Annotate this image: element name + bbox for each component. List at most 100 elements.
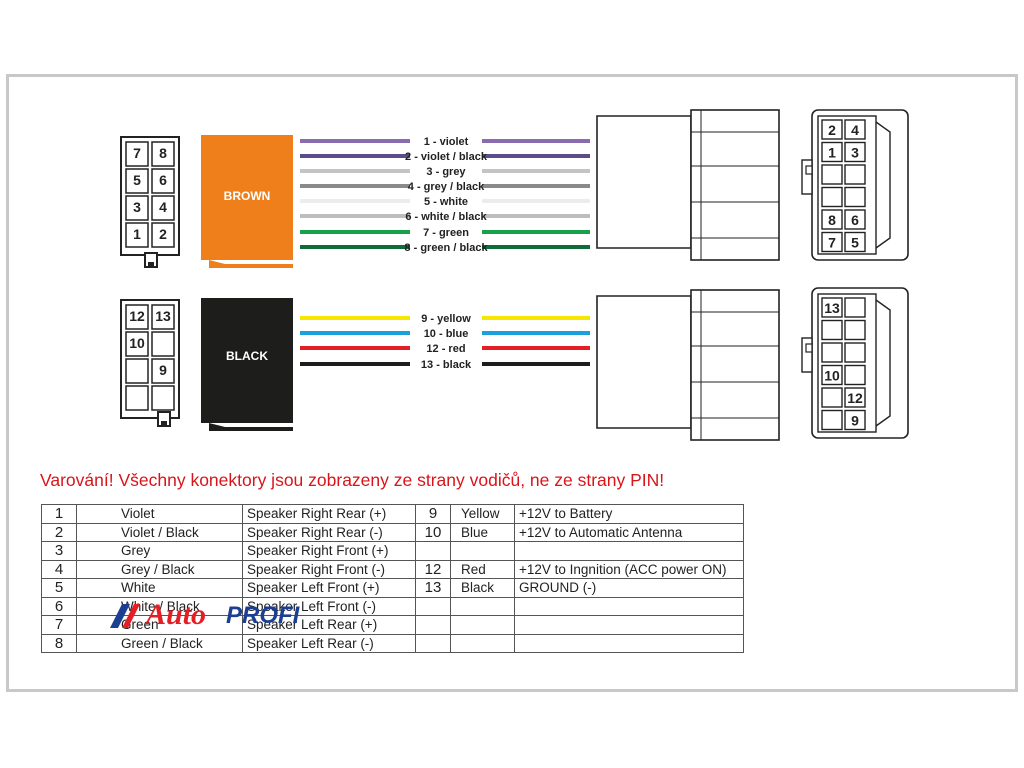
black-front-connector-pin-cell <box>125 385 149 411</box>
black-front-connector-pin-cell <box>151 331 175 357</box>
wire-function: Speaker Right Rear (-) <box>242 522 416 542</box>
brown-back-connector-side-tab <box>801 159 813 195</box>
black-back-connector-pin-cell <box>844 342 866 363</box>
brown-back-connector-pin-cell <box>844 209 866 230</box>
wire-label: 10 - blue <box>424 328 469 340</box>
brown-front-connector-pin-number: 7 <box>133 145 141 161</box>
black-back-connector-pin-cell <box>844 297 866 318</box>
black-back-connector-pin-cell <box>821 342 843 363</box>
wire-function: +12V to Battery <box>514 504 744 524</box>
wire-label: 4 - grey / black <box>408 181 485 193</box>
black-back-connector-pin-cell <box>821 409 843 431</box>
brown-front-connector-pin-number: 8 <box>159 145 167 161</box>
brown-back-connector-pin-cell <box>821 141 843 163</box>
wire-function <box>514 633 744 653</box>
wire-label: 13 - black <box>421 359 472 371</box>
brown-back-connector-pin-cell <box>844 119 866 140</box>
brown-back-connector-pin-cell <box>844 186 866 208</box>
brown-block-foot <box>209 260 293 268</box>
brown-back-connector-pin-cell <box>821 164 843 185</box>
brown-back-connector-pin-number: 6 <box>851 212 859 228</box>
wire-label: 9 - yellow <box>421 313 471 325</box>
brown-back-connector-pin-cell <box>821 209 843 230</box>
brown-front-connector-pin-number: 2 <box>159 226 167 242</box>
wire-color <box>450 615 515 635</box>
pin-number <box>415 596 451 616</box>
black-block <box>201 298 293 423</box>
pin-number: 10 <box>415 522 451 542</box>
brown-back-connector-side-rail <box>875 121 891 249</box>
black-back-connector-pin-cell <box>844 364 866 386</box>
wire-function: Speaker Left Rear (-) <box>242 633 416 653</box>
brown-back-connector-pin-number: 5 <box>851 235 859 251</box>
wire-label: 8 - green / black <box>404 242 488 254</box>
black-back-connector-side-tab-notch <box>805 343 813 353</box>
black-back-connector-pin-cell <box>821 319 843 341</box>
brown-front-connector-latch-pin <box>148 262 154 267</box>
pin-number: 2 <box>41 522 77 542</box>
brown-back-connector-pin-number: 1 <box>828 145 836 161</box>
wire-color: Blue <box>450 522 515 542</box>
pin-number: 1 <box>41 504 77 524</box>
black-front-connector-pin-cell <box>151 385 175 411</box>
brown-block-label: BROWN <box>224 189 271 203</box>
wire-color: Grey / Black <box>76 559 243 579</box>
pin-number <box>415 615 451 635</box>
wire-label: 6 - white / black <box>405 211 487 223</box>
black-front-connector-latch-pin <box>161 421 167 426</box>
black-front-connector-pin-cell <box>125 358 149 384</box>
brown-front-connector-pin-cell <box>151 141 175 167</box>
brown-back-connector-pin-cell <box>821 186 843 208</box>
pin-number: 12 <box>415 559 451 579</box>
wire-label: 12 - red <box>426 343 465 355</box>
pin-number <box>415 633 451 653</box>
black-side-housing-head <box>690 289 780 441</box>
wire-color: Green <box>76 615 243 635</box>
black-back-connector-pin-cell <box>821 364 843 386</box>
wire-function: Speaker Left Rear (+) <box>242 615 416 635</box>
wire-label: 3 - grey <box>426 166 466 178</box>
black-front-connector-pin-number: 9 <box>159 362 167 378</box>
pin-number: 6 <box>41 596 77 616</box>
wire-color: White <box>76 578 243 598</box>
brown-back-connector-pin-number: 7 <box>828 235 836 251</box>
black-back-connector-pin-cell <box>844 409 866 431</box>
pin-number: 8 <box>41 633 77 653</box>
wire-color: Grey <box>76 541 243 561</box>
wire-function: +12V to Automatic Antenna <box>514 522 744 542</box>
wire-color: Black <box>450 578 515 598</box>
pin-number: 7 <box>41 615 77 635</box>
black-back-connector-pin-cell <box>821 387 843 408</box>
black-front-connector-pin-number: 12 <box>129 308 145 324</box>
black-back-connector-pin-number: 9 <box>851 413 859 429</box>
brown-back-connector-pin-cell <box>821 119 843 140</box>
wire-color <box>450 596 515 616</box>
brown-back-connector-pin-cell <box>844 164 866 185</box>
brown-front-connector-pin-cell <box>125 222 149 248</box>
pin-number <box>415 541 451 561</box>
black-side-housing-body <box>596 295 692 429</box>
pin-number: 9 <box>415 504 451 524</box>
panel-border <box>6 74 1018 692</box>
brown-front-connector-pin-number: 1 <box>133 226 141 242</box>
black-block-foot <box>209 423 293 431</box>
wire-label: 7 - green <box>423 227 469 239</box>
black-front-connector-pin-cell <box>125 331 149 357</box>
brown-back-connector-pin-cell <box>821 231 843 253</box>
wire-label: 1 - violet <box>424 136 469 148</box>
wire-label: 5 - white <box>424 196 468 208</box>
brown-front-connector-pin-cell <box>151 168 175 194</box>
wire-function <box>514 596 744 616</box>
brown-front-connector-pin-number: 4 <box>159 199 167 215</box>
pin-number: 4 <box>41 559 77 579</box>
black-back-connector-pin-cell <box>844 319 866 341</box>
black-front-connector-pin-cell <box>125 304 149 330</box>
wire-color: Violet / Black <box>76 522 243 542</box>
black-back-connector-pin-number: 10 <box>824 368 840 384</box>
black-front-connector-pin-cell <box>151 304 175 330</box>
brown-front-connector-pin-number: 3 <box>133 199 141 215</box>
